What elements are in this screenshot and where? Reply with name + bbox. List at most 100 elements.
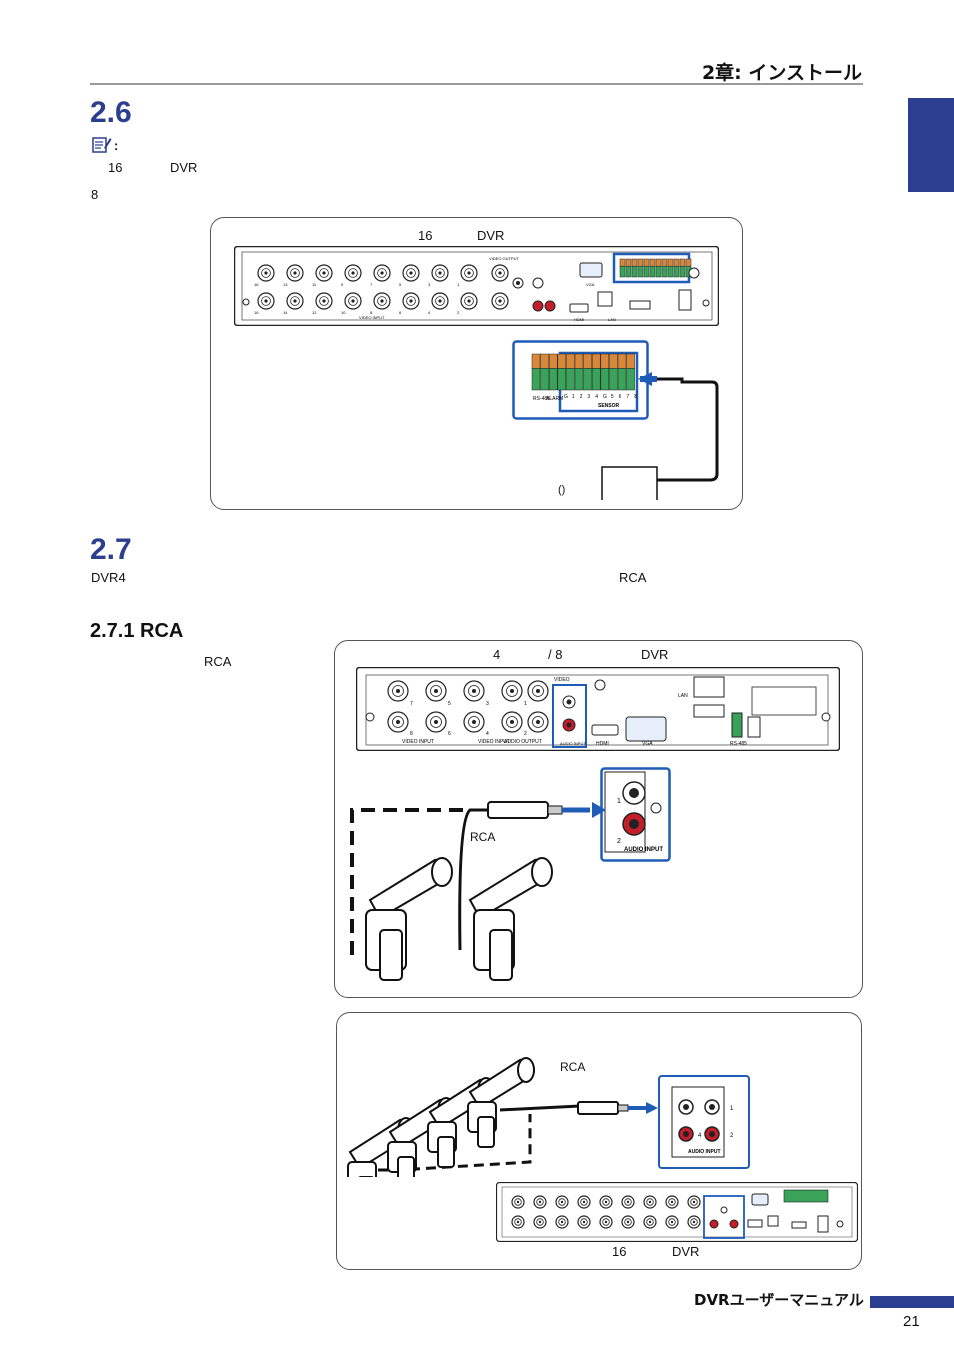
zoom16-ch4: 4 bbox=[698, 1133, 702, 1139]
s271-side-text: RCA bbox=[204, 654, 232, 669]
s27-intro-a: DVR4 bbox=[91, 570, 126, 585]
fig2-caption-a: 4 bbox=[493, 647, 501, 662]
microphone bbox=[467, 1057, 535, 1148]
chapter-side-tab bbox=[908, 98, 954, 192]
channel-label: 2 bbox=[524, 731, 527, 737]
channel-label: 1 bbox=[457, 282, 460, 287]
microphones-four-illustration bbox=[347, 1057, 658, 1177]
terminal-screw bbox=[609, 368, 618, 391]
label-video-8: VIDEO bbox=[554, 677, 570, 683]
sensor-terminal-number: 4 bbox=[595, 394, 598, 400]
header-rule bbox=[90, 83, 863, 85]
terminal-screw bbox=[531, 368, 541, 391]
section-2-6-heading: 2.6 bbox=[90, 96, 132, 129]
channel-label: 12 bbox=[312, 310, 317, 315]
channel-label: 6 bbox=[448, 731, 451, 737]
fig3-cable-label: RCA bbox=[560, 1060, 586, 1074]
channel-label: 2 bbox=[457, 310, 460, 315]
terminal-top bbox=[649, 258, 656, 267]
label-audio-input-zoom: AUDIO INPUT bbox=[624, 847, 663, 853]
terminal-top bbox=[626, 353, 635, 369]
channel-label: 6 bbox=[399, 310, 402, 315]
label-audio-input-16zoom: AUDIO INPUT bbox=[688, 1149, 721, 1155]
zoom16-ch2: 2 bbox=[730, 1133, 734, 1139]
terminal-screw bbox=[637, 265, 644, 278]
label-alarm: ALARM bbox=[546, 396, 563, 402]
channel-label: 10 bbox=[341, 310, 346, 315]
terminal-top bbox=[557, 353, 567, 369]
terminal-top bbox=[685, 258, 692, 267]
terminal-screw bbox=[540, 368, 549, 391]
microphone-left bbox=[365, 857, 453, 981]
microphone-right bbox=[468, 857, 553, 981]
footer-accent-bar bbox=[870, 1296, 954, 1308]
sensor-terminal-number: 7 bbox=[626, 394, 629, 400]
terminal-screw bbox=[566, 368, 575, 391]
channel-label: 16 bbox=[254, 310, 259, 315]
sensor-terminal-number: 2 bbox=[580, 394, 583, 400]
label-lan: LAN bbox=[608, 317, 616, 322]
s27-intro-b: RCA bbox=[619, 570, 647, 585]
vga-port bbox=[579, 262, 603, 278]
terminal-screw bbox=[583, 368, 592, 391]
sensor-terminal-number: G bbox=[603, 394, 607, 400]
label-rs485-8: RS-485 bbox=[730, 741, 747, 747]
terminal-top bbox=[619, 258, 626, 267]
terminal-screw bbox=[673, 265, 680, 278]
terminal-top bbox=[673, 258, 680, 267]
terminal-screw bbox=[591, 368, 601, 391]
channel-label: 9 bbox=[341, 282, 344, 287]
audio-ch2-label: 2 bbox=[617, 838, 621, 845]
label-video-output: VIDEO OUTPUT bbox=[489, 256, 520, 261]
terminal-screw bbox=[661, 265, 668, 278]
terminal-block-16ch bbox=[619, 258, 692, 278]
sensor-terminal-number: G bbox=[564, 394, 568, 400]
note-line1-a: 16 bbox=[108, 160, 123, 175]
channel-label: 3 bbox=[486, 701, 489, 707]
note-line1-b: DVR bbox=[170, 160, 198, 175]
label-vga-8: VGA bbox=[642, 741, 653, 747]
channel-label: 5 bbox=[399, 282, 402, 287]
dvr16-back-panel-small bbox=[496, 1182, 858, 1242]
terminal-top bbox=[591, 353, 601, 369]
label-hdmi: HDMI bbox=[574, 317, 584, 322]
hdmi-port bbox=[569, 303, 589, 313]
terminal-screw bbox=[625, 265, 632, 278]
sensor-terminal-number: 8 bbox=[634, 394, 637, 400]
terminal-top bbox=[667, 258, 674, 267]
terminal-top bbox=[583, 353, 592, 369]
label-video-input: VIDEO INPUT bbox=[359, 315, 385, 320]
terminal-screw bbox=[600, 368, 610, 391]
sensor-device-label: () bbox=[558, 484, 566, 496]
terminal-screw bbox=[679, 265, 686, 278]
label-audio-input-8: AUDIO INPUT bbox=[560, 741, 586, 746]
terminal-top bbox=[625, 258, 632, 267]
channel-label: 16 bbox=[254, 282, 259, 287]
label-hdmi-8: HDMI bbox=[596, 741, 609, 747]
note-line2: 8 bbox=[91, 187, 99, 202]
fig2-cable-label: RCA bbox=[470, 830, 496, 844]
channel-label: 4 bbox=[428, 310, 431, 315]
fig1-caption-a: 16 bbox=[418, 228, 433, 243]
terminal-top bbox=[661, 258, 668, 267]
terminal-screw bbox=[655, 265, 662, 278]
channel-label: 8 bbox=[370, 310, 373, 315]
fig1-caption-b: DVR bbox=[477, 228, 505, 243]
label-video-input-8: VIDEO INPUT bbox=[402, 739, 434, 745]
fig2-caption-b: / 8 bbox=[548, 647, 563, 662]
label-audio-output-8: AUDIO OUTPUT bbox=[504, 739, 542, 745]
terminal-screw bbox=[631, 265, 638, 278]
sensor-terminal-number: 5 bbox=[611, 394, 614, 400]
terminal-top bbox=[540, 353, 549, 369]
zoom16-ch1: 1 bbox=[730, 1106, 734, 1112]
page-number: 21 bbox=[903, 1313, 920, 1330]
terminal-screw bbox=[557, 368, 567, 391]
channel-label: 14 bbox=[283, 310, 288, 315]
channel-label: 3 bbox=[428, 282, 431, 287]
footer-manual-title: DVRユーザーマニュアル bbox=[694, 1291, 864, 1309]
terminal-top bbox=[609, 353, 618, 369]
fig3-caption-b: DVR bbox=[672, 1244, 700, 1259]
